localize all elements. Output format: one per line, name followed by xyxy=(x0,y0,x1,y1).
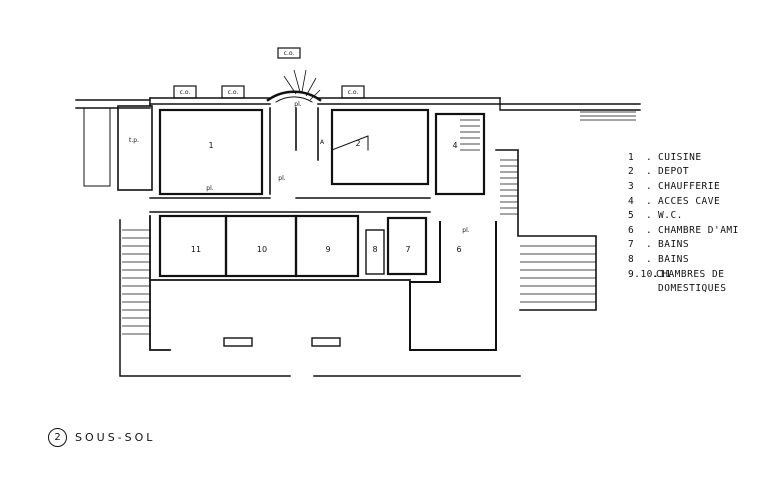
legend-num: 3 xyxy=(628,180,635,192)
room-6-walls xyxy=(409,221,497,351)
legend-text: DOMESTIQUES xyxy=(658,283,727,295)
fixture-tp: t.p. xyxy=(129,137,139,144)
legend-text: CHAUFFERIE xyxy=(658,180,721,192)
stair-tower xyxy=(266,90,322,102)
legend-row: 5 . W.C. xyxy=(628,208,763,223)
legend-num: 4 xyxy=(628,195,635,207)
room-9-walls xyxy=(294,214,360,278)
legend-sep: . xyxy=(646,224,653,236)
stair-treads-left xyxy=(122,229,150,335)
stair-treads-north xyxy=(580,111,636,121)
stair-treads-right xyxy=(500,159,596,303)
wall-north-right xyxy=(499,97,641,111)
legend-row: 4 . ACCES CAVE xyxy=(628,194,763,209)
legend-text: CHAMBRES DE xyxy=(656,268,725,280)
legend-text: DEPOT xyxy=(658,166,690,178)
room-label-1: 1 xyxy=(208,141,213,150)
room-label-4: 4 xyxy=(452,141,457,150)
legend-sep: . xyxy=(646,195,653,207)
corridor-walls xyxy=(149,197,431,213)
caption-number-badge: 2 xyxy=(48,428,67,447)
room-tp-walls xyxy=(117,105,153,191)
room-7-walls xyxy=(386,216,428,276)
room-1-walls xyxy=(158,108,264,196)
legend-num: 8 xyxy=(628,253,635,265)
legend-row: 6 . CHAMBRE D'AMI xyxy=(628,223,763,238)
legend-text: BAINS xyxy=(658,239,690,251)
legend-num: 2 xyxy=(628,166,635,178)
legend-sep: . xyxy=(646,253,653,265)
wall-north xyxy=(149,97,501,105)
fixture-arrow: A xyxy=(320,139,325,146)
room-8-walls xyxy=(365,229,385,275)
fixture-co-4: c.o. xyxy=(348,89,359,96)
legend-num: 5 xyxy=(628,210,635,222)
room-label-9: 9 xyxy=(325,245,330,254)
legend-text: CHAMBRE D'AMI xyxy=(658,224,739,236)
fixture-co-2: c.o. xyxy=(228,89,239,96)
room-label-10: 10 xyxy=(257,245,267,254)
legend-row: 9.10.11 . CHAMBRES DE xyxy=(628,267,763,282)
plan-caption: 2 SOUS-SOL xyxy=(48,428,155,447)
legend-sep: . xyxy=(646,239,653,251)
fixture-pl-4: pl. xyxy=(462,227,469,234)
legend-num: 7 xyxy=(628,239,635,251)
room-2-walls xyxy=(330,108,430,186)
room-4-walls xyxy=(434,112,486,196)
stair-treads-spiral xyxy=(283,69,321,101)
legend-sep: . xyxy=(646,166,653,178)
legend: 1 . CUISINE 2 . DEPOT 3 . CHAUFFERIE 4 .… xyxy=(628,150,763,296)
legend-row: 3 . CHAUFFERIE xyxy=(628,179,763,194)
room-label-6: 6 xyxy=(456,245,461,254)
legend-num: 1 xyxy=(628,151,635,163)
caption-title: SOUS-SOL xyxy=(75,431,156,444)
legend-sep: . xyxy=(646,151,653,163)
legend-row: 2 . DEPOT xyxy=(628,165,763,180)
legend-row: 1 . CUISINE xyxy=(628,150,763,165)
room-label-2: 2 xyxy=(355,139,360,148)
legend-sep: . xyxy=(652,268,659,280)
wall-south xyxy=(149,215,411,351)
fixture-pl-1: pl. xyxy=(294,101,301,108)
legend-text: ACCES CAVE xyxy=(658,195,721,207)
room-label-8: 8 xyxy=(372,245,377,254)
legend-text: CUISINE xyxy=(658,151,702,163)
fixture-co-1: c.o. xyxy=(180,89,191,96)
legend-sep: . xyxy=(646,180,653,192)
stair-treads-4 xyxy=(460,119,480,151)
external-stairs xyxy=(495,149,597,311)
legend-text: W.C. xyxy=(658,210,683,222)
legend-sep: . xyxy=(646,210,653,222)
room-label-11: 11 xyxy=(191,245,201,254)
room-label-7: 7 xyxy=(405,245,410,254)
fixture-pl-3: pl. xyxy=(206,185,213,192)
fixture-pl-2: pl. xyxy=(278,175,285,182)
legend-num: 6 xyxy=(628,224,635,236)
legend-row: 7 . BAINS xyxy=(628,238,763,253)
legend-row: 8 . BAINS xyxy=(628,252,763,267)
ground-line xyxy=(119,219,521,377)
legend-num: 9.10.11 xyxy=(628,268,672,280)
legend-text: BAINS xyxy=(658,253,690,265)
fixture-co-3: c.o. xyxy=(284,50,295,57)
legend-row-continuation: DOMESTIQUES xyxy=(628,281,763,296)
